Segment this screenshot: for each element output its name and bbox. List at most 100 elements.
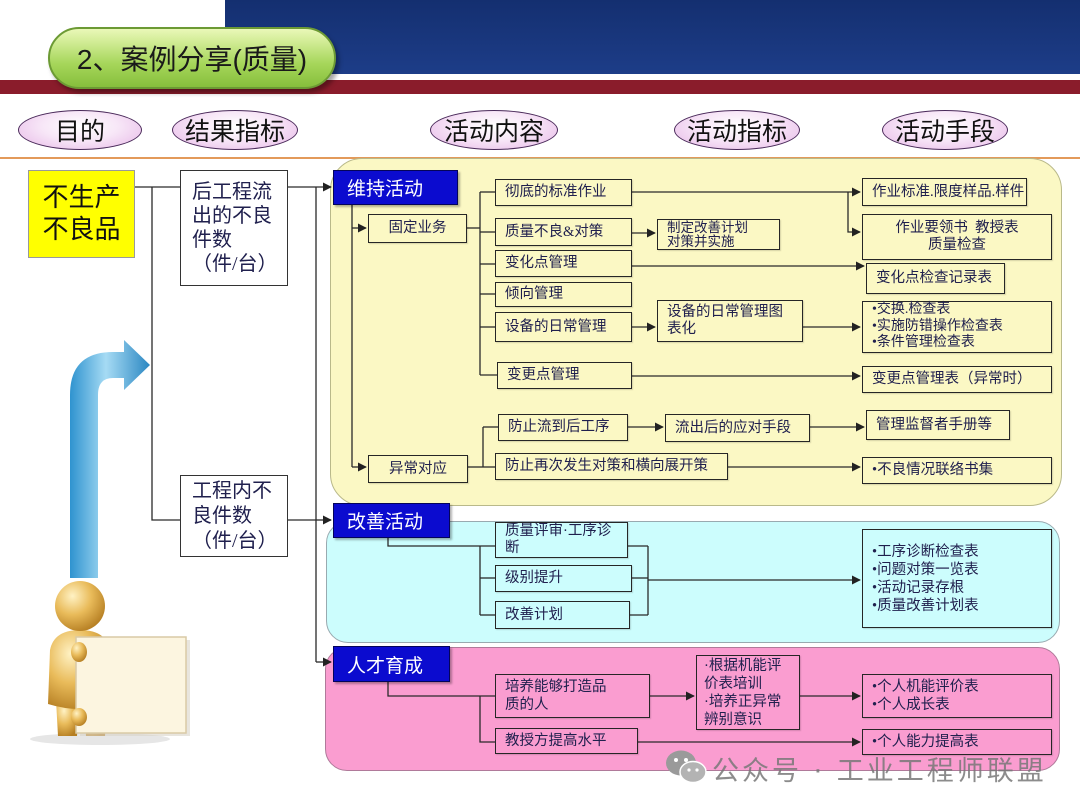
text-line: 变更点管理表（异常时） — [872, 371, 1032, 387]
prevent-outflow-box: 防止流到后工序 — [498, 414, 628, 441]
text-line: 流出后的应对手段 — [675, 419, 791, 436]
supervisor-manual-box: 管理监督者手册等 — [866, 410, 1010, 440]
equipment-daily-box: 设备的日常管理 — [495, 312, 632, 342]
maintain-activity-panel — [330, 158, 1062, 506]
text-line: •个人成长表 — [872, 697, 950, 713]
text-line: 变更点管理 — [507, 367, 580, 383]
talent-means-primary-box: •个人机能评价表 •个人成长表 — [862, 674, 1052, 718]
person-hand — [71, 708, 87, 726]
text-line: 后工程流 — [192, 181, 272, 203]
level-up-box: 级别提升 — [495, 565, 632, 592]
header-result-indicator: 结果指标 — [172, 110, 298, 150]
text-line: •交换.检查表 — [872, 302, 951, 318]
text-line: 变化点管理 — [505, 255, 578, 271]
text-line: 倾向管理 — [505, 286, 563, 302]
recurrence-prevention-box: 防止再次发生对策和横向展开策 — [495, 453, 728, 480]
text-line: 改善计划 — [505, 606, 563, 623]
text-line: 出的不良 — [192, 205, 272, 227]
person-holding-board-illustration — [30, 340, 190, 745]
text-line: 工程内不 — [192, 479, 272, 502]
routine-work-box: 固定业务 — [368, 214, 467, 243]
text-line: •问题对策一览表 — [872, 561, 979, 578]
text-line: •工序诊断检查表 — [872, 543, 979, 560]
text-line: 断 — [505, 540, 520, 556]
text-line: （件/台） — [192, 529, 278, 552]
text-line: •条件管理检查表 — [872, 335, 975, 351]
standards-means-box: 作业标准.限度样品.样件 — [862, 178, 1027, 206]
talent-indicators-box: ·根据机能评 价表培训 ·培养正异常 辨别意识 — [696, 655, 800, 730]
equipment-chart-indicator-box: 设备的日常管理图 表化 — [657, 300, 803, 342]
improvement-plan-indicator-box: 制定改善计划 对策并实施 — [657, 219, 780, 250]
text-line: 防止再次发生对策和横向展开策 — [505, 458, 708, 474]
improve-means-box: •工序诊断检查表 •问题对策一览表 •活动记录存根 •质量改善计划表 — [862, 529, 1052, 628]
watermark-text: 公众号 · 工业工程师联盟 — [712, 756, 1047, 787]
talent-means-secondary-box: •个人能力提高表 — [862, 729, 1052, 755]
text-line: 不生产 — [42, 183, 121, 212]
text-line: 固定业务 — [388, 220, 447, 236]
person-hand — [71, 642, 87, 662]
header-activity-means: 活动手段 — [882, 110, 1008, 150]
slide-title-text: 2、案例分享(质量) — [76, 44, 308, 75]
text-line: 表化 — [667, 321, 696, 337]
text-line: •个人能力提高表 — [872, 733, 979, 750]
top-banner-bar — [225, 0, 1080, 74]
text-line: 质量不良&对策 — [505, 223, 604, 240]
result-outflow-defects-box: 后工程流 出的不良 件数 （件/台） — [180, 170, 288, 286]
text-line: 级别提升 — [505, 570, 563, 586]
outflow-response-box: 流出后的应对手段 — [665, 414, 810, 442]
text-line: •质量改善计划表 — [872, 597, 979, 614]
text-line: 异常对应 — [389, 460, 447, 477]
improve-activity-label: 改善活动 — [333, 503, 450, 538]
text-line: ·根据机能评 — [704, 657, 782, 674]
text-line: 作业标准.限度样品.样件 — [872, 183, 1025, 200]
trend-management-box: 倾向管理 — [495, 282, 632, 307]
held-board — [75, 636, 187, 734]
defect-countermeasure-box: 质量不良&对策 — [495, 218, 632, 246]
text-line: 设备的日常管理图 — [667, 304, 783, 320]
talent-development-label: 人才育成 — [333, 646, 450, 682]
standard-work-box: 彻底的标准作业 — [495, 179, 632, 206]
text-line: 培养能够打造品 — [505, 679, 607, 695]
text-line: ·培养正异常 — [704, 693, 782, 710]
text-line: •不良情况联络书集 — [872, 462, 994, 478]
person-head — [55, 581, 105, 631]
wechat-icon — [666, 750, 707, 784]
text-line: 作业要领书 教授表 — [895, 220, 1019, 236]
text-line: 不良品 — [42, 215, 121, 244]
text-line: 设备的日常管理 — [505, 318, 607, 335]
abnormal-response-box: 异常对应 — [368, 455, 468, 483]
text-line: •实施防错操作检查表 — [872, 318, 1003, 334]
text-line: 质量评审·工序诊 — [505, 523, 612, 539]
header-purpose: 目的 — [18, 110, 142, 150]
text-line: 管理监督者手册等 — [876, 416, 992, 433]
text-line: 件数 — [192, 229, 232, 251]
slide-title: 2、案例分享(质量) — [48, 27, 336, 89]
text-line: 良件数 — [192, 504, 252, 527]
purpose-box: 不生产 不良品 — [28, 170, 135, 258]
result-in-process-defects-box: 工程内不 良件数 （件/台） — [180, 475, 288, 557]
text-line: 价表培训 — [704, 675, 762, 692]
up-right-arrow-icon — [70, 340, 150, 578]
text-line: 质的人 — [505, 697, 549, 713]
instructions-means-box: 作业要领书 教授表 质量检查 — [862, 214, 1052, 260]
text-line: 彻底的标准作业 — [505, 184, 607, 200]
cultivate-quality-people-box: 培养能够打造品 质的人 — [495, 674, 650, 718]
person-leg — [56, 700, 79, 736]
text-line: 对策并实施 — [667, 233, 735, 249]
text-line: 防止流到后工序 — [508, 419, 610, 435]
maintain-activity-label: 维持活动 — [333, 170, 458, 205]
header-activity-content: 活动内容 — [430, 110, 558, 150]
defect-report-box: •不良情况联络书集 — [862, 457, 1052, 484]
text-line: 辨别意识 — [704, 711, 762, 728]
text-line: 教授方提高水平 — [505, 732, 607, 749]
text-line: •个人机能评价表 — [872, 679, 979, 695]
text-line: 制定改善计划 — [667, 219, 748, 235]
instructor-improvement-box: 教授方提高水平 — [495, 728, 638, 754]
checklists-means-box: •交换.检查表 •实施防错操作检查表 •条件管理检查表 — [862, 301, 1052, 353]
change-point-box: 变化点管理 — [495, 250, 632, 277]
alteration-table-means-box: 变更点管理表（异常时） — [862, 366, 1052, 393]
improvement-plan-box: 改善计划 — [495, 601, 630, 629]
alteration-point-box: 变更点管理 — [497, 362, 632, 389]
quality-review-box: 质量评审·工序诊 断 — [495, 522, 628, 558]
change-record-means-box: 变化点检查记录表 — [866, 263, 1005, 294]
